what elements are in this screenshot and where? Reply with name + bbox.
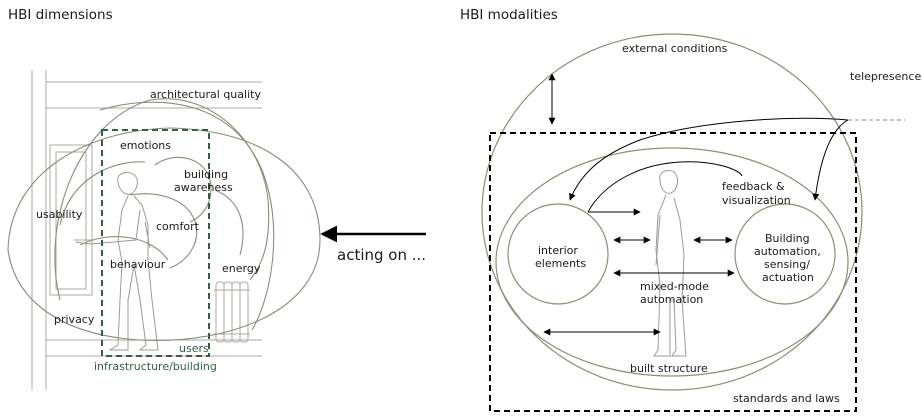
- dimension-arcs: [7, 98, 321, 342]
- modality-arrows: [543, 73, 905, 336]
- left-labels: architectural quality emotions building …: [36, 88, 261, 373]
- building-automation-circle: [734, 203, 836, 305]
- acting-on-label: acting on ...: [337, 246, 426, 264]
- right-panel-title: HBI modalities: [460, 7, 558, 23]
- standards-boundary: [489, 132, 857, 412]
- label-interior-elements: interior elements: [535, 244, 586, 270]
- label-usability: usability: [36, 208, 83, 221]
- label-architectural-quality: architectural quality: [150, 88, 261, 101]
- label-mixed-mode: mixed-mode automation: [640, 280, 712, 306]
- label-comfort: comfort: [156, 220, 200, 233]
- label-external-conditions: external conditions: [622, 42, 728, 55]
- label-standards: standards and laws: [733, 392, 840, 405]
- built-structure-ellipse: [495, 147, 849, 377]
- radiator: [214, 281, 250, 343]
- interior-elements-circle: [507, 203, 609, 305]
- external-conditions-ellipse: [481, 33, 863, 391]
- label-feedback: feedback & visualization: [722, 180, 791, 207]
- users-boundary: [101, 129, 210, 357]
- label-built-structure: built structure: [630, 362, 708, 375]
- label-users: users: [179, 342, 209, 355]
- label-privacy: privacy: [54, 313, 95, 326]
- label-behaviour: behaviour: [110, 258, 166, 271]
- label-telepresence: telepresence: [850, 70, 921, 83]
- label-building-automation: Building automation, sensing/ actuation: [754, 232, 824, 284]
- label-building-awareness: building awareness: [174, 168, 233, 194]
- user-figure-right: [653, 169, 687, 357]
- label-emotions: emotions: [120, 139, 171, 152]
- user-figure-left: [75, 171, 159, 351]
- label-infrastructure: infrastructure/building: [94, 360, 217, 373]
- label-energy: energy: [222, 262, 261, 275]
- left-panel-title: HBI dimensions: [8, 7, 113, 23]
